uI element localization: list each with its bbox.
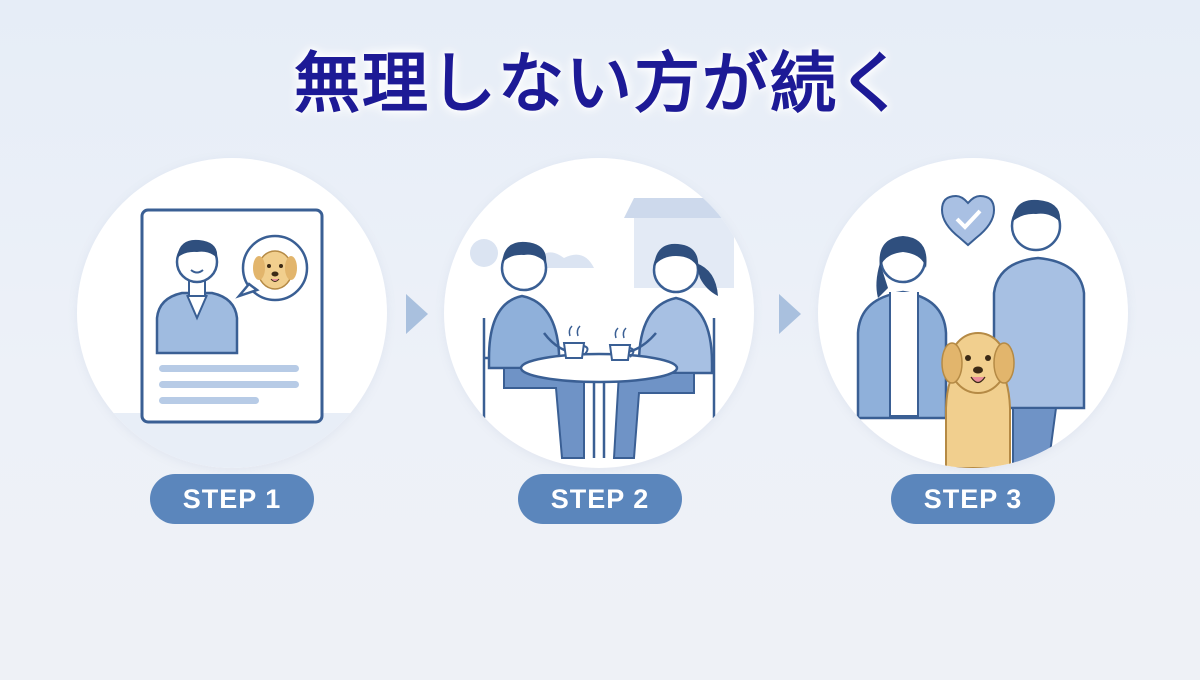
coffee-cup-icon <box>562 325 589 359</box>
profile-card-illustration <box>77 208 387 468</box>
dog-icon <box>941 332 1015 468</box>
step-3-badge: STEP 3 <box>891 474 1055 524</box>
chevron-right-icon <box>406 294 428 334</box>
coffee-cup-icon <box>608 327 635 361</box>
page-title: 無理しない方が続く <box>294 45 906 122</box>
chevron-right-icon <box>779 294 801 334</box>
step-2-illustration <box>444 158 754 468</box>
couple-with-dog-illustration <box>856 194 1086 468</box>
cafe-meeting-illustration <box>470 198 744 459</box>
step-1-badge: STEP 1 <box>150 474 314 524</box>
heart-check-icon <box>940 194 996 247</box>
step-1-illustration <box>77 158 387 468</box>
step-2-badge: STEP 2 <box>518 474 682 524</box>
step-3-illustration <box>818 158 1128 468</box>
